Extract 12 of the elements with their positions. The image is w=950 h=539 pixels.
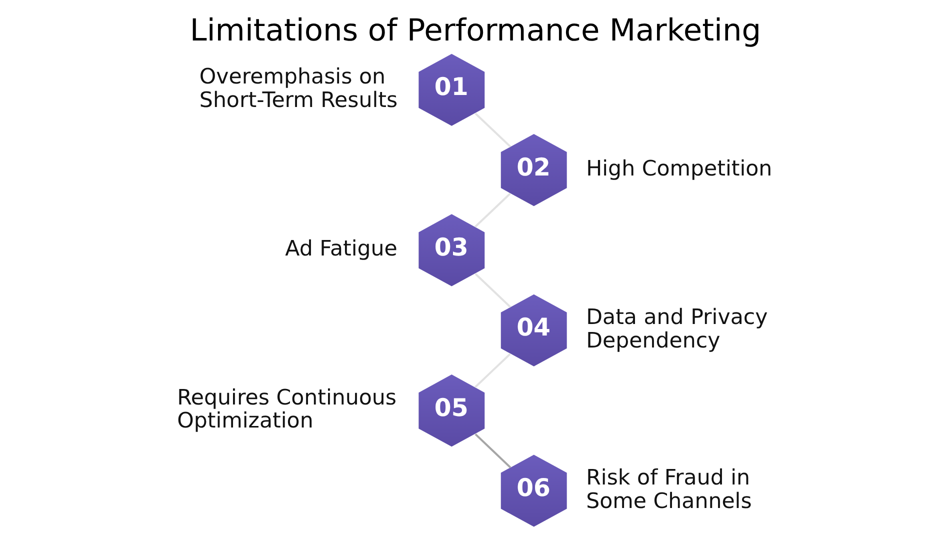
- diagram-title: Limitations of Performance Marketing: [189, 14, 761, 49]
- connector: [474, 112, 511, 148]
- connector: [474, 433, 511, 468]
- connector: [474, 273, 511, 308]
- node-label: Risk of Fraud in Some Channels: [586, 465, 752, 514]
- connector: [474, 353, 510, 388]
- node-label: Ad Fatigue: [284, 236, 397, 262]
- node-label: Overemphasis on Short-Term Results: [198, 64, 398, 113]
- node-label: High Competition: [586, 156, 772, 182]
- node-label: Requires Continuous Optimization: [176, 385, 396, 434]
- node-label: Data and Privacy Dependency: [586, 305, 768, 354]
- connector: [474, 192, 510, 228]
